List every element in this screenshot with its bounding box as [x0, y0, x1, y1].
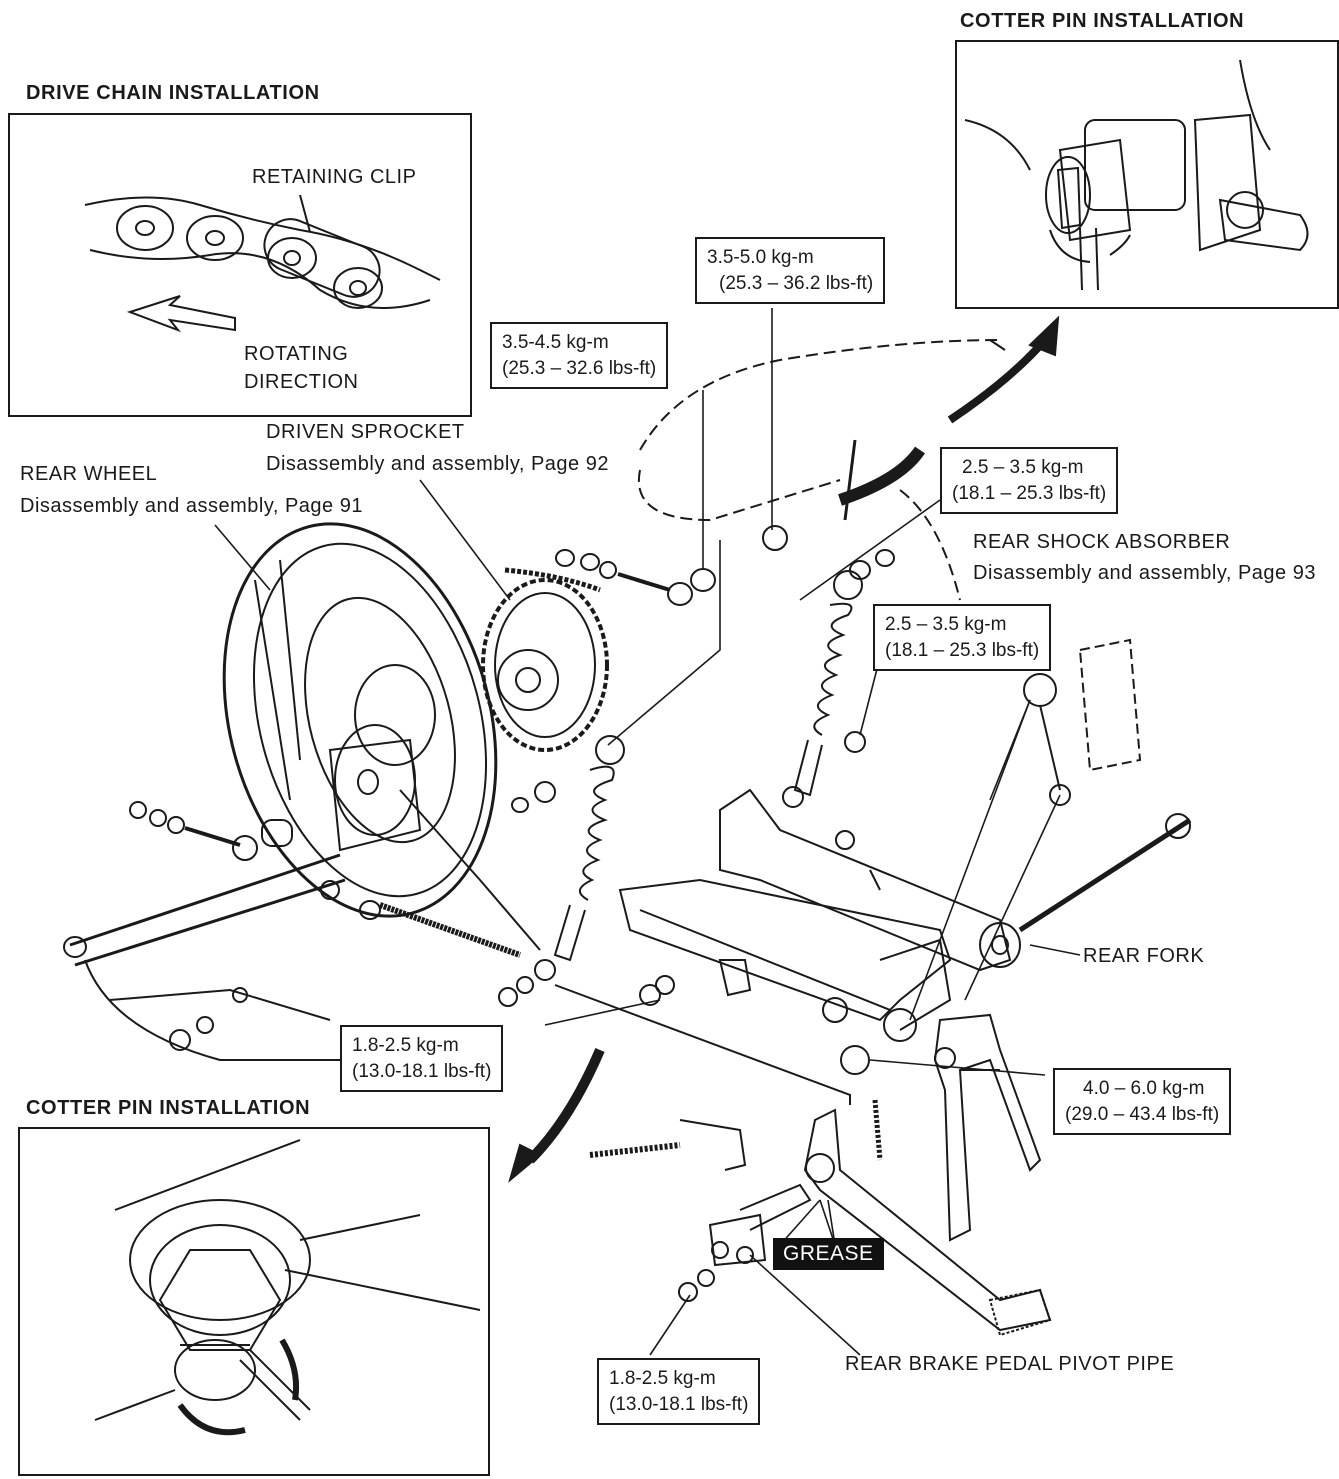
- rear-fork-drawing: [618, 788, 1192, 1042]
- torque-box-brake-arm: 1.8-2.5 kg-m (13.0-18.1 lbs-ft): [340, 1025, 504, 1093]
- cotter-pin-top-inset-frame: [955, 40, 1339, 309]
- rear-shock-ref: Disassembly and assembly, Page 93: [973, 562, 1316, 584]
- rotating-label: ROTATING: [244, 343, 349, 365]
- rear-wheel-label: REAR WHEEL: [20, 463, 158, 485]
- brake-rod-drawing: [320, 880, 851, 1105]
- torque-box-sprocket-bolt: 3.5-4.5 kg-m (25.3 – 32.6 lbs-ft): [490, 322, 669, 390]
- torque-box-shock-upper: 2.5 – 3.5 kg-m (18.1 – 25.3 lbs-ft): [940, 447, 1119, 515]
- right-shock-drawing: [782, 570, 863, 808]
- torque-imperial: (29.0 – 43.4 lbs-ft): [1065, 1103, 1220, 1125]
- axle-parts-left: [63, 801, 346, 1061]
- cotter-pin-bottom-drawing: [94, 1139, 481, 1436]
- torque-box-rear-axle-nut: 3.5-5.0 kg-m (25.3 – 36.2 lbs-ft): [695, 237, 886, 305]
- hardware-parts: [498, 339, 1006, 1007]
- torque-metric: 3.5-4.5 kg-m: [502, 332, 609, 353]
- brake-pedal-drawing: [589, 1099, 1052, 1337]
- grease-label: GREASE: [773, 1238, 884, 1270]
- torque-metric: 1.8-2.5 kg-m: [352, 1035, 459, 1056]
- frame-dashed-outline: [637, 339, 1001, 601]
- rear-wheel-ref: Disassembly and assembly, Page 91: [20, 495, 363, 517]
- retaining-clip-label: RETAINING CLIP: [252, 166, 417, 188]
- torque-imperial: (18.1 – 25.3 lbs-ft): [885, 639, 1040, 661]
- left-shock-drawing: [534, 735, 625, 981]
- torque-box-pivot-bolt: 4.0 – 6.0 kg-m (29.0 – 43.4 lbs-ft): [1053, 1068, 1232, 1136]
- drive-chain-inset-frame: [8, 113, 472, 417]
- driven-sprocket-ref: Disassembly and assembly, Page 92: [266, 453, 609, 475]
- torque-imperial: (13.0-18.1 lbs-ft): [609, 1393, 749, 1415]
- driven-sprocket-drawing: [481, 567, 609, 752]
- cotter-pin-top-title: COTTER PIN INSTALLATION: [960, 10, 1245, 32]
- torque-box-pedal-nut: 1.8-2.5 kg-m (13.0-18.1 lbs-ft): [597, 1358, 761, 1426]
- pivot-pipe-label: REAR BRAKE PEDAL PIVOT PIPE: [845, 1353, 1175, 1375]
- drive-chain-title: DRIVE CHAIN INSTALLATION: [26, 82, 320, 104]
- torque-imperial: (25.3 – 36.2 lbs-ft): [719, 272, 874, 294]
- torque-metric: 2.5 – 3.5 kg-m: [962, 457, 1084, 478]
- torque-metric: 2.5 – 3.5 kg-m: [885, 614, 1007, 635]
- cotter-pin-bottom-inset-frame: [18, 1127, 490, 1476]
- torque-metric: 3.5-5.0 kg-m: [707, 247, 814, 268]
- driven-sprocket-label: DRIVEN SPROCKET: [266, 421, 465, 443]
- torque-metric: 1.8-2.5 kg-m: [609, 1368, 716, 1389]
- torque-imperial: (18.1 – 25.3 lbs-ft): [952, 482, 1107, 504]
- rear-fork-label: REAR FORK: [1083, 945, 1205, 967]
- rear-wheel-drawing: [222, 522, 541, 951]
- rotation-arrows: [508, 315, 1060, 1183]
- torque-box-shock-lower: 2.5 – 3.5 kg-m (18.1 – 25.3 lbs-ft): [873, 604, 1052, 672]
- rear-shock-label: REAR SHOCK ABSORBER: [973, 531, 1231, 553]
- torque-imperial: (25.3 – 32.6 lbs-ft): [502, 357, 657, 379]
- torque-imperial: (13.0-18.1 lbs-ft): [352, 1060, 492, 1082]
- leader-lines: [214, 308, 1081, 1356]
- torque-metric: 4.0 – 6.0 kg-m: [1083, 1078, 1205, 1099]
- torque-link-drawing: [1023, 638, 1142, 806]
- drive-chain-drawing: [84, 194, 441, 333]
- main-stand-drawing: [840, 1013, 1042, 1242]
- cotter-pin-bottom-title: COTTER PIN INSTALLATION: [26, 1097, 311, 1119]
- direction-label: DIRECTION: [244, 371, 359, 393]
- cotter-pin-top-drawing: [964, 59, 1309, 291]
